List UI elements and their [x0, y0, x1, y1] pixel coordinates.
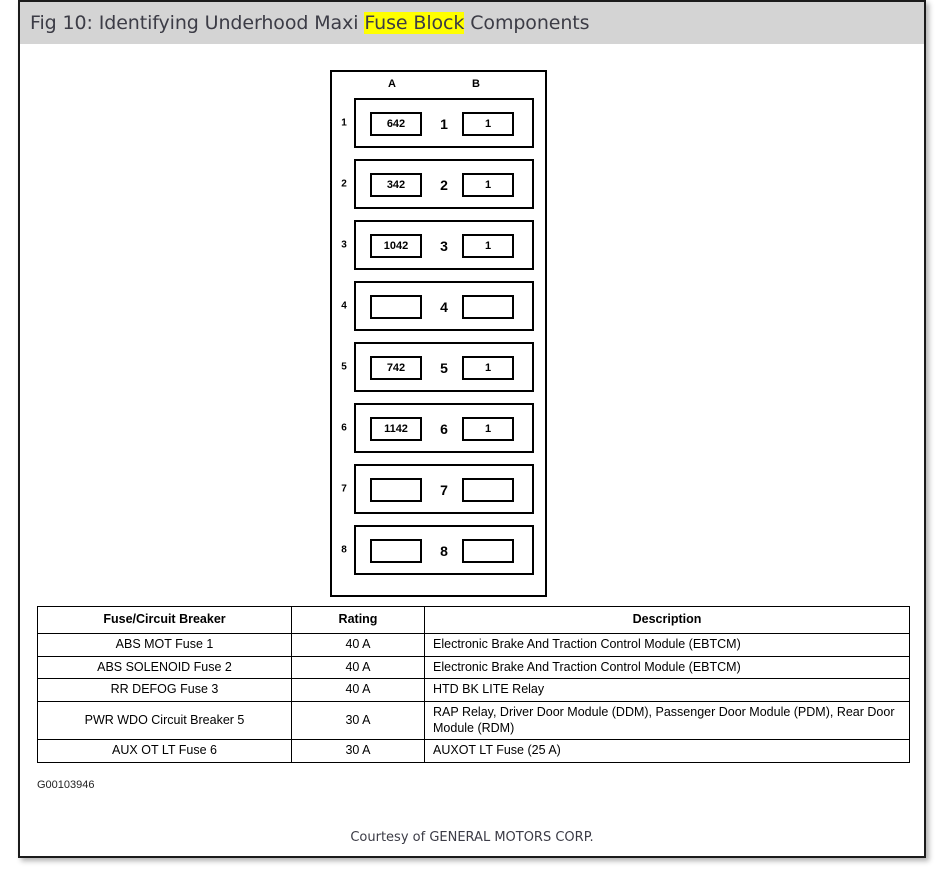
title-prefix: Fig 10: Identifying Underhood Maxi: [30, 12, 365, 34]
column-header-rating: Rating: [291, 606, 425, 634]
fuse-cell-a: 1042: [370, 234, 422, 258]
fuse-cell-b: 1: [462, 356, 514, 380]
fuse-row-index: 2: [341, 178, 347, 190]
fuse-row-index: 8: [341, 544, 347, 556]
cell-fuse-circuit-breaker: RR DEFOG Fuse 3: [37, 678, 292, 702]
fuse-cell-a: 742: [370, 356, 422, 380]
fuse-cell-a: [370, 295, 422, 319]
fuse-row-center-number: 2: [440, 177, 448, 193]
fuse-cell-b: 1: [462, 417, 514, 441]
fuse-cell-b: [462, 478, 514, 502]
fuse-cell-b: [462, 295, 514, 319]
fuse-row-body: 4: [354, 281, 534, 331]
fuse-cell-b: 1: [462, 173, 514, 197]
cell-description: AUXOT LT Fuse (25 A): [424, 739, 910, 763]
fuse-row-center-number: 6: [440, 421, 448, 437]
fuse-circuit-table: Fuse/Circuit Breaker Rating Description …: [37, 606, 910, 763]
cell-fuse-circuit-breaker: PWR WDO Circuit Breaker 5: [37, 700, 292, 741]
fuse-row-index: 1: [341, 117, 347, 129]
cell-rating: 30 A: [291, 739, 425, 763]
fuse-row-center-number: 3: [440, 238, 448, 254]
column-header-description: Description: [424, 606, 910, 634]
cell-description: Electronic Brake And Traction Control Mo…: [424, 655, 910, 680]
fuse-row-center-number: 7: [440, 482, 448, 498]
title-highlight: Fuse Block: [364, 12, 465, 34]
cell-rating: 40 A: [291, 655, 425, 680]
figure-title-bar: Fig 10: Identifying Underhood Maxi Fuse …: [20, 2, 924, 44]
fuse-row-body: 8: [354, 525, 534, 575]
column-header-a: A: [388, 78, 396, 90]
fuse-row-center-number: 5: [440, 360, 448, 376]
column-header-b: B: [472, 78, 480, 90]
cell-rating: 40 A: [291, 633, 425, 657]
table-header: Fuse/Circuit Breaker Rating Description: [37, 606, 910, 634]
cell-description: HTD BK LITE Relay: [424, 678, 910, 702]
figure-id-label: G00103946: [37, 779, 95, 791]
fuse-row-center-number: 1: [440, 116, 448, 132]
cell-fuse-circuit-breaker: AUX OT LT Fuse 6: [37, 739, 292, 763]
cell-description: RAP Relay, Driver Door Module (DDM), Pas…: [424, 700, 910, 741]
fuse-row-index: 7: [341, 483, 347, 495]
fuse-row-center-number: 4: [440, 299, 448, 315]
fuse-cell-a: 342: [370, 173, 422, 197]
fuse-cell-a: [370, 478, 422, 502]
fuse-row-index: 6: [341, 422, 347, 434]
table-header-row: Fuse/Circuit Breaker Rating Description: [37, 606, 910, 634]
page-title: Fig 10: Identifying Underhood Maxi Fuse …: [30, 12, 590, 34]
cell-rating: 30 A: [291, 700, 425, 741]
cell-fuse-circuit-breaker: ABS SOLENOID Fuse 2: [37, 655, 292, 680]
courtesy-label: Courtesy of GENERAL MOTORS CORP.: [350, 830, 594, 845]
column-header-fuse-circuit-breaker: Fuse/Circuit Breaker: [37, 606, 292, 634]
fuse-cell-a: [370, 539, 422, 563]
fuse-row-index: 4: [341, 300, 347, 312]
fuse-cell-b: [462, 539, 514, 563]
title-suffix: Components: [464, 12, 590, 34]
cell-fuse-circuit-breaker: ABS MOT Fuse 1: [37, 633, 292, 657]
diagram-column-headers: A B: [332, 78, 545, 96]
fuse-row-index: 3: [341, 239, 347, 251]
fuse-row-index: 5: [341, 361, 347, 373]
cell-rating: 40 A: [291, 678, 425, 702]
cell-description: Electronic Brake And Traction Control Mo…: [424, 633, 910, 657]
fuse-row-center-number: 8: [440, 543, 448, 559]
fuse-row-body: 7: [354, 464, 534, 514]
fuse-cell-b: 1: [462, 112, 514, 136]
fuse-cell-a: 642: [370, 112, 422, 136]
document-frame: Fig 10: Identifying Underhood Maxi Fuse …: [18, 0, 926, 858]
fuse-cell-a: 1142: [370, 417, 422, 441]
fuse-cell-b: 1: [462, 234, 514, 258]
